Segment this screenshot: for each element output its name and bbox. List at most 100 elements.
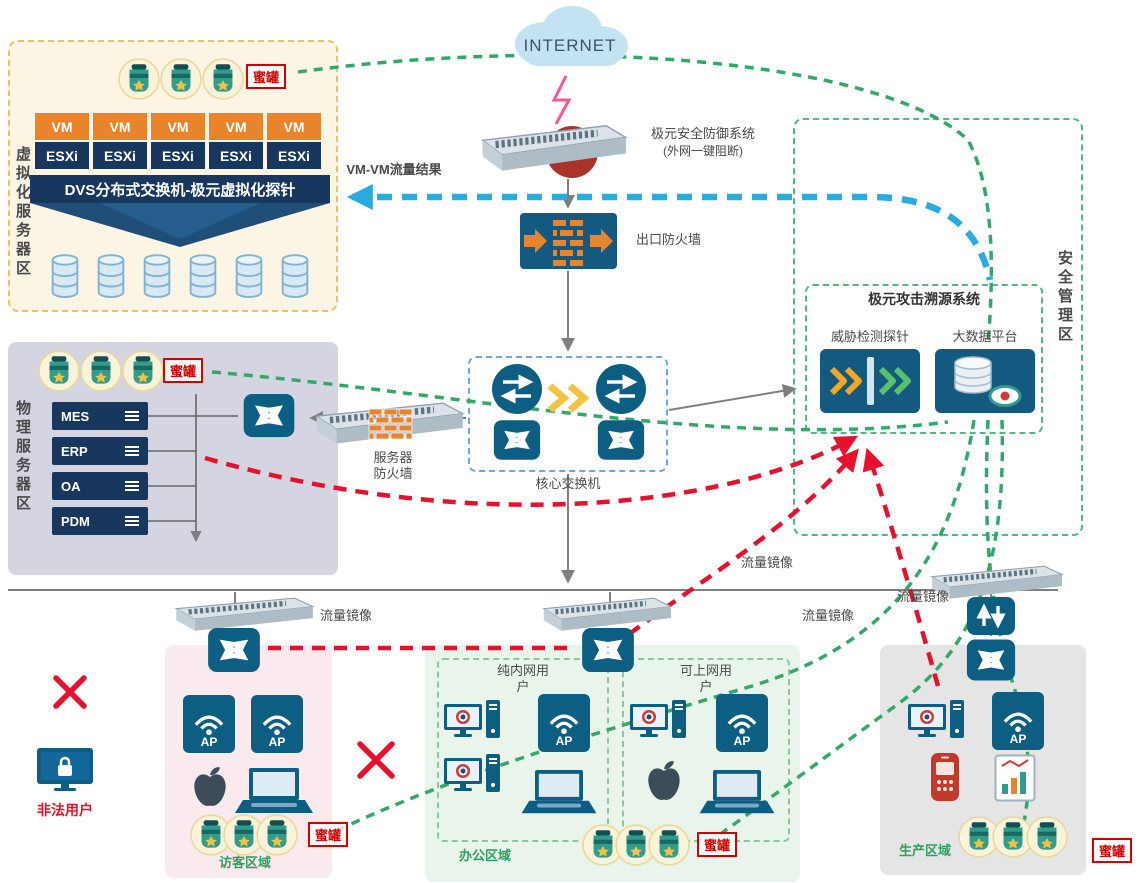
vm-cell: VM bbox=[267, 113, 321, 140]
esxi-cell: ESXi bbox=[93, 142, 147, 169]
laptop-icon bbox=[699, 770, 775, 814]
server-row-erp: ERP bbox=[52, 437, 148, 465]
virtualization-zone-label: 虚拟化服务器区 bbox=[14, 146, 31, 279]
defense-system-title: 极元安全防御系统 bbox=[650, 126, 755, 141]
intranet-users-box bbox=[437, 658, 609, 842]
honeypot-tag: 蜜罐 bbox=[246, 64, 287, 89]
security-management-zone bbox=[793, 118, 1083, 536]
ap-label: AP bbox=[733, 733, 751, 748]
intranet-users-title: 纯内网用户 bbox=[496, 663, 549, 695]
server-name: MES bbox=[61, 408, 90, 424]
server-name: OA bbox=[61, 478, 81, 494]
honeypot-icon bbox=[118, 58, 160, 100]
traffic-mirror-label: 流量镜像 bbox=[801, 608, 854, 623]
wireless-ap: AP bbox=[716, 694, 768, 752]
honeypot-icon bbox=[1026, 816, 1068, 858]
honeypot-icon bbox=[256, 814, 298, 856]
block-x-marks bbox=[53, 675, 395, 779]
wireless-ap: AP bbox=[183, 695, 235, 753]
apple-device-icon bbox=[194, 767, 226, 806]
server-icon bbox=[235, 254, 263, 298]
wifi-icon bbox=[194, 715, 224, 735]
server-icon bbox=[97, 254, 125, 298]
security-zone-label: 安全管理区 bbox=[1056, 250, 1073, 345]
visitor-zone-label: 访客区域 bbox=[218, 855, 271, 870]
trace-system-title: 极元攻击溯源系统 bbox=[868, 291, 980, 307]
esxi-cell: ESXi bbox=[267, 142, 321, 169]
vm-cell: VM bbox=[93, 113, 147, 140]
server-firewall-label-line2: 防火墙 bbox=[373, 466, 413, 482]
honeypot-tag: 蜜罐 bbox=[697, 832, 738, 857]
server-row-oa: OA bbox=[52, 472, 148, 500]
updown-link-icon bbox=[966, 596, 1016, 636]
server-firewall-label: 服务器防火墙 bbox=[358, 450, 428, 483]
access-switch-icon bbox=[966, 638, 1016, 682]
esxi-cell: ESXi bbox=[209, 142, 263, 169]
ap-label: AP bbox=[555, 733, 573, 748]
wireless-ap: AP bbox=[538, 694, 590, 752]
bigdata-device bbox=[935, 349, 1035, 413]
desktop-pc-icon bbox=[908, 700, 964, 738]
dvs-banner: DVS分布式交换机-极元虚拟化探针 bbox=[30, 175, 330, 203]
internet-users-title: 可上网用户 bbox=[679, 663, 732, 695]
bigdata-label: 大数据平台 bbox=[952, 329, 1018, 344]
core-switch-label: 核心交换机 bbox=[535, 476, 601, 491]
honeypot-icon bbox=[80, 350, 122, 392]
wifi-icon bbox=[262, 715, 292, 735]
list-icon bbox=[125, 411, 139, 421]
core-switch-icon bbox=[493, 417, 541, 463]
core-router-icon bbox=[491, 363, 543, 415]
internet-cloud-icon bbox=[515, 6, 628, 66]
production-zone-label: 生产区域 bbox=[898, 843, 951, 858]
edge-switch-device bbox=[476, 120, 628, 178]
server-name: PDM bbox=[61, 513, 90, 529]
honeypot-icon bbox=[648, 824, 690, 866]
server-icon bbox=[51, 254, 79, 298]
honeypot-tag: 蜜罐 bbox=[308, 822, 349, 847]
core-switch-box bbox=[468, 356, 668, 472]
defense-system-subtitle: (外网一键阻断) bbox=[663, 144, 743, 158]
server-firewall-brick-icon bbox=[368, 408, 413, 440]
server-row-mes: MES bbox=[52, 402, 148, 430]
honeypot-icon bbox=[160, 58, 202, 100]
firewall-icon bbox=[524, 220, 613, 266]
wireless-ap: AP bbox=[251, 695, 303, 753]
list-icon bbox=[125, 446, 139, 456]
internet-label: INTERNET bbox=[523, 36, 617, 55]
vm-cell: VM bbox=[35, 113, 89, 140]
honeypot-tag: 蜜罐 bbox=[163, 358, 204, 383]
vm-cell: VM bbox=[209, 113, 263, 140]
physical-zone-label: 物理服务器区 bbox=[14, 400, 31, 514]
dvs-funnel bbox=[30, 203, 330, 247]
attack-links bbox=[204, 435, 941, 687]
physical-internal-links bbox=[148, 394, 238, 543]
wifi-icon bbox=[727, 714, 757, 734]
laptop-icon bbox=[235, 768, 313, 813]
vm-cell: VM bbox=[151, 113, 205, 140]
ap-label: AP bbox=[268, 734, 286, 749]
database-eye-icon bbox=[953, 355, 1022, 407]
threat-probe-device bbox=[820, 349, 920, 413]
wifi-icon bbox=[549, 714, 579, 734]
traffic-mirror-label: 流量镜像 bbox=[740, 555, 793, 570]
exit-firewall-label: 出口防火墙 bbox=[636, 232, 702, 247]
server-firewall-label-line1: 服务器 bbox=[373, 450, 413, 465]
wifi-icon bbox=[1003, 712, 1033, 732]
ap-label: AP bbox=[1009, 731, 1027, 746]
honeypot-icon bbox=[122, 350, 164, 392]
office-zone-label: 办公区域 bbox=[458, 848, 511, 863]
list-icon bbox=[125, 481, 139, 491]
access-switch-icon bbox=[580, 627, 636, 673]
apple-device-icon bbox=[648, 761, 680, 800]
server-icon bbox=[281, 254, 309, 298]
server-name: ERP bbox=[61, 443, 88, 459]
vm-traffic-label: VM-VM流量结果 bbox=[346, 162, 442, 177]
lightning-bolt bbox=[551, 75, 572, 125]
server-icon bbox=[143, 254, 171, 298]
esxi-cell: ESXi bbox=[151, 142, 205, 169]
traffic-mirror-label: 流量镜像 bbox=[319, 608, 372, 623]
report-chart-icon bbox=[994, 754, 1036, 802]
threat-probe-label: 威胁检测探针 bbox=[830, 329, 909, 344]
illegal-user-pc-icon bbox=[35, 748, 95, 793]
